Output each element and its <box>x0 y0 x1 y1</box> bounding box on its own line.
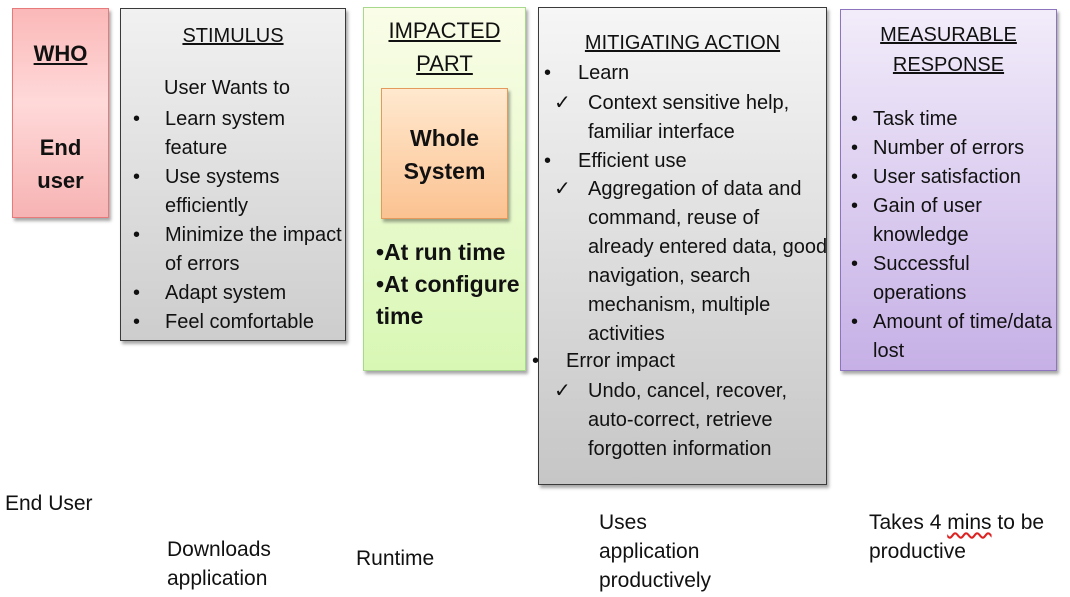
impacted-list: •At run time •At configure time <box>376 236 521 332</box>
measurable-title-line1: MEASURABLE <box>880 24 1017 46</box>
measurable-item: Task time <box>841 105 1053 134</box>
measurable-title: MEASURABLE RESPONSE <box>841 20 1056 80</box>
whole-system-line2: System <box>403 158 486 184</box>
whole-system-box: Whole System <box>381 88 508 219</box>
bottom-stimulus: Downloads application <box>167 538 271 590</box>
bottom-who: End User <box>5 492 93 515</box>
measurable-item: Successful operations <box>841 250 1053 308</box>
impacted-title-line1: IMPACTED <box>388 18 501 43</box>
impacted-title: IMPACTED PART <box>364 14 525 80</box>
mitigating-title: MITIGATING ACTION <box>584 32 781 54</box>
mitigating-detail-efficient-use: Aggregation of data and command, reuse o… <box>554 175 828 349</box>
mitigating-item-efficient-use: Efficient use <box>539 147 687 176</box>
stimulus-item: Feel comfortable <box>121 308 345 337</box>
impacted-title-line2: PART <box>416 51 473 76</box>
who-box: WHO End user <box>12 8 109 218</box>
bottom-measurable-squiggle: mins <box>947 511 992 534</box>
impacted-item: •At run time <box>376 239 506 265</box>
stimulus-item: Minimize the impact of errors <box>121 221 345 279</box>
stimulus-box: STIMULUS User Wants to Learn system feat… <box>120 8 346 341</box>
mitigating-detail-error-impact: Undo, cancel, recover, auto-correct, ret… <box>554 377 828 464</box>
who-value-line1: End <box>39 135 82 160</box>
stimulus-list: Learn system feature Use systems efficie… <box>121 105 345 337</box>
bottom-measurable-pre: Takes 4 <box>869 511 948 534</box>
who-value-line2: user <box>37 168 84 193</box>
measurable-item: Amount of time/data lost <box>841 308 1053 366</box>
mitigating-detail-learn: Context sensitive help, familiar interfa… <box>554 89 828 147</box>
mitigating-item-learn: Learn <box>539 59 629 88</box>
bottom-mitigating: Uses application productively <box>599 511 712 592</box>
stimulus-item: Adapt system <box>121 279 345 308</box>
mitigating-box: MITIGATING ACTION Learn Context sensitiv… <box>532 7 828 485</box>
stimulus-item: Use systems efficiently <box>121 163 345 221</box>
measurable-item: User satisfaction <box>841 163 1053 192</box>
impacted-item: •At configure time <box>376 271 520 329</box>
stimulus-title: STIMULUS <box>182 25 284 47</box>
stimulus-intro: User Wants to <box>164 77 290 99</box>
measurable-box: MEASURABLE RESPONSE Task time Number of … <box>840 9 1057 371</box>
mitigating-item-error-impact: Error impact <box>527 347 675 376</box>
bottom-measurable-post: to be productive <box>869 511 1045 563</box>
measurable-list: Task time Number of errors User satisfac… <box>841 105 1053 366</box>
measurable-title-line2: RESPONSE <box>892 54 1005 76</box>
measurable-item: Number of errors <box>841 134 1053 163</box>
whole-system-line1: Whole <box>410 125 479 151</box>
who-value: End user <box>13 131 108 197</box>
bottom-impacted: Runtime <box>356 547 435 570</box>
stimulus-item: Learn system feature <box>121 105 345 163</box>
bottom-measurable: Takes 4 mins to be productive <box>869 508 1059 566</box>
who-title: WHO <box>33 41 88 66</box>
measurable-item: Gain of user knowledge <box>841 192 1053 250</box>
